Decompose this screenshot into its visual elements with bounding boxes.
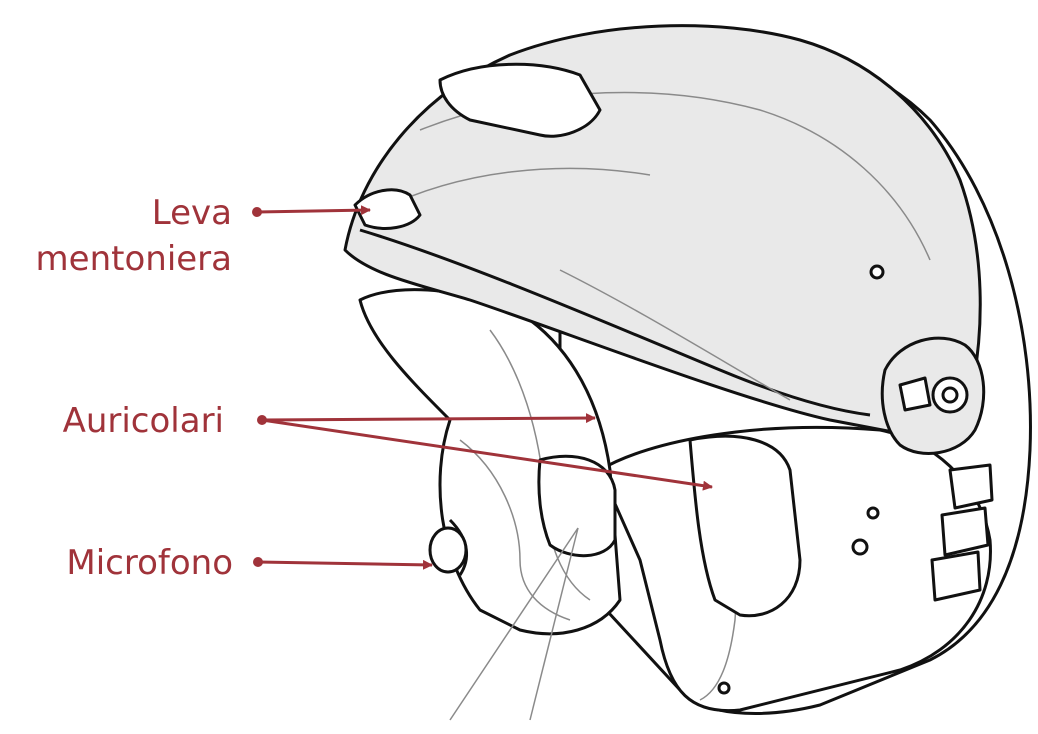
label-earphones: Auricolari xyxy=(63,398,224,444)
callout-leva-arrow xyxy=(252,207,370,217)
screw-shell-1 xyxy=(868,508,878,518)
screw-shell-2 xyxy=(853,540,867,554)
side-control-unit xyxy=(882,338,983,453)
screw-visor xyxy=(871,266,883,278)
label-chin-lever-line2: mentoniera xyxy=(36,236,232,282)
label-chin-lever: Leva mentoniera xyxy=(36,190,232,282)
label-chin-lever-line1: Leva xyxy=(36,190,232,236)
label-microphone: Microfono xyxy=(66,540,233,586)
screw-shell-3 xyxy=(719,683,729,693)
callout-microfono-arrow xyxy=(253,557,432,567)
